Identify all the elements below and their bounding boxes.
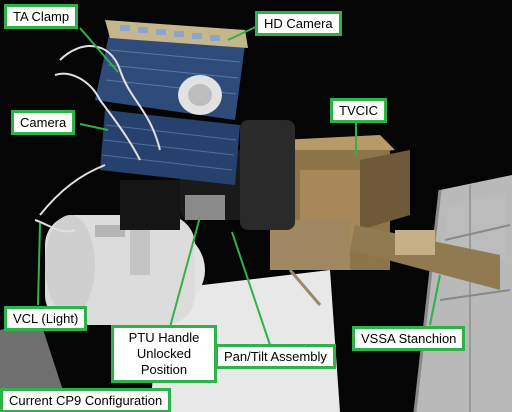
label-ptu-handle: PTU Handle Unlocked Position xyxy=(111,325,217,383)
label-vcl-light: VCL (Light) xyxy=(4,306,88,331)
vcl-light xyxy=(45,215,205,325)
label-tvcic: TVCIC xyxy=(330,98,387,123)
label-ptu-handle-line3: Position xyxy=(140,362,188,377)
tvcic-box xyxy=(270,135,500,306)
label-configuration: Current CP9 Configuration xyxy=(0,388,172,412)
label-ta-clamp: TA Clamp xyxy=(4,4,79,29)
label-ptu-handle-line1: PTU Handle xyxy=(128,330,200,345)
hd-camera-assembly xyxy=(95,20,248,120)
label-vssa-stanchion: VSSA Stanchion xyxy=(352,326,466,351)
label-pan-tilt: Pan/Tilt Assembly xyxy=(215,344,336,369)
camera-body xyxy=(100,110,240,185)
label-camera: Camera xyxy=(11,110,76,135)
label-ptu-handle-line2: Unlocked xyxy=(136,346,192,361)
label-hd-camera: HD Camera xyxy=(255,11,342,36)
